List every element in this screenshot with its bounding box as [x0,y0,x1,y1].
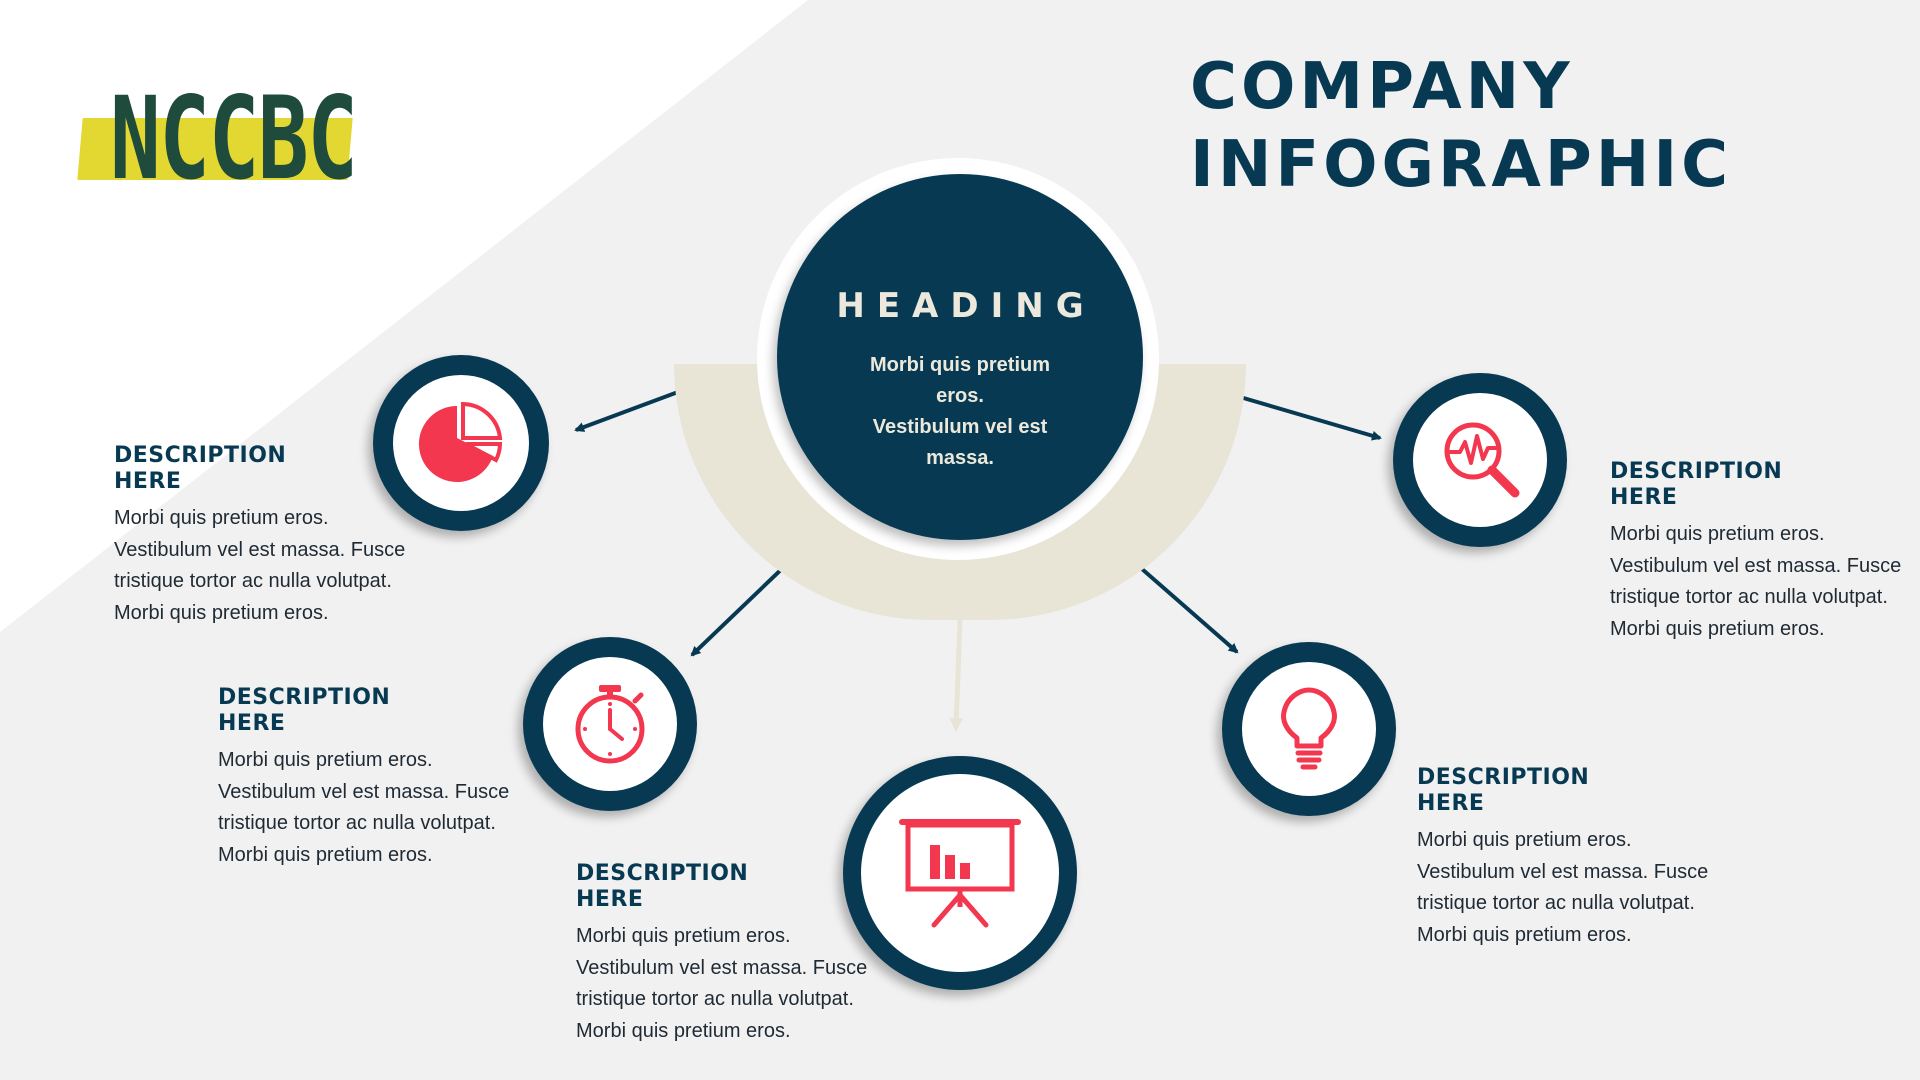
arrow-to-lightbulb [1132,560,1239,654]
description-title: DESCRIPTION HERE [114,443,454,495]
center-text: Morbi quis pretium eros. Vestibulum vel … [817,350,1103,474]
description-line: Vestibulum vel est massa. Fusce [1610,554,1902,577]
arrow-to-magnifier [1239,395,1382,441]
description-title-line: HERE [1417,791,1485,816]
description-line: tristique tortor ac nulla volutpat. [218,812,496,834]
description-line: Vestibulum vel est massa. Fusce [114,538,406,561]
node-stopwatch [523,637,697,811]
node-pie-chart [373,355,549,531]
arrow-to-presentation [949,619,964,732]
description-presentation: DESCRIPTION HERE Morbi quis pretium eros… [576,861,916,1047]
node-presentation [843,756,1077,990]
description-title-line: DESCRIPTION [1610,459,1783,484]
presentation-board-icon [899,819,1021,928]
description-title-line: DESCRIPTION [576,861,749,886]
node-lightbulb [1222,642,1396,816]
description-line: Morbi quis pretium eros. [114,507,329,529]
description-title-line: DESCRIPTION [1417,765,1590,790]
description-title: DESCRIPTION HERE [1610,459,1920,511]
description-title: DESCRIPTION HERE [218,685,558,737]
description-line: Vestibulum vel est massa. Fusce [576,956,868,979]
description-magnifier: DESCRIPTION HERE Morbi quis pretium eros… [1610,459,1920,645]
logo-text: NCCBC [110,72,358,205]
description-lightbulb: DESCRIPTION HERE Morbi quis pretium eros… [1417,765,1757,951]
description-body: Morbi quis pretium eros. Vestibulum vel … [1610,519,1920,645]
description-body: Morbi quis pretium eros. Vestibulum vel … [576,921,916,1047]
company-logo: NCCBC [77,82,360,208]
description-title-line: HERE [1610,485,1678,510]
description-line: Vestibulum vel est massa. Fusce [1417,860,1709,883]
description-title-line: HERE [114,469,182,494]
description-body: Morbi quis pretium eros. Vestibulum vel … [114,503,454,629]
description-line: Morbi quis pretium eros. [114,601,329,624]
description-stopwatch: DESCRIPTION HERE Morbi quis pretium eros… [218,685,558,871]
center-text-line: Vestibulum vel est [872,416,1048,438]
description-title-line: HERE [218,711,286,736]
description-title-line: DESCRIPTION [218,685,391,710]
page-title: COMPANY INFOGRAPHIC [1190,48,1732,204]
description-line: Vestibulum vel est massa. Fusce [218,780,510,803]
center-text-line: Morbi quis pretium [870,354,1050,376]
description-title: DESCRIPTION HERE [576,861,916,913]
description-line: tristique tortor ac nulla volutpat. [114,570,392,592]
pie-chart-icon [418,401,503,482]
magnifier-analytics-icon [1444,422,1520,498]
description-line: Morbi quis pretium eros. [218,843,433,866]
description-title: DESCRIPTION HERE [1417,765,1757,817]
center-text-line: massa. [926,447,994,469]
arrow-to-pie-chart [574,390,679,432]
description-line: Morbi quis pretium eros. [218,749,433,771]
center-heading: HEADING [836,286,1096,326]
description-body: Morbi quis pretium eros. Vestibulum vel … [218,745,558,871]
description-title-line: DESCRIPTION [114,443,287,468]
node-magnifier [1393,373,1567,547]
description-line: Morbi quis pretium eros. [576,925,791,947]
center-text-line: eros. [936,385,984,407]
description-line: Morbi quis pretium eros. [576,1019,791,1042]
title-line-1: COMPANY [1190,50,1574,124]
center-circle: HEADING Morbi quis pretium eros. Vestibu… [777,174,1143,540]
description-line: tristique tortor ac nulla volutpat. [1610,586,1888,608]
description-line: Morbi quis pretium eros. [1417,829,1632,851]
description-line: tristique tortor ac nulla volutpat. [576,988,854,1010]
lightbulb-icon [1281,687,1337,770]
description-pie-chart: DESCRIPTION HERE Morbi quis pretium eros… [114,443,454,629]
description-title-line: HERE [576,887,644,912]
stopwatch-icon [575,685,645,764]
description-line: tristique tortor ac nulla volutpat. [1417,892,1695,914]
description-line: Morbi quis pretium eros. [1610,523,1825,545]
description-body: Morbi quis pretium eros. Vestibulum vel … [1417,825,1757,951]
description-line: Morbi quis pretium eros. [1417,923,1632,946]
title-line-2: INFOGRAPHIC [1190,128,1733,202]
arrow-to-stopwatch [690,561,790,657]
description-line: Morbi quis pretium eros. [1610,617,1825,640]
